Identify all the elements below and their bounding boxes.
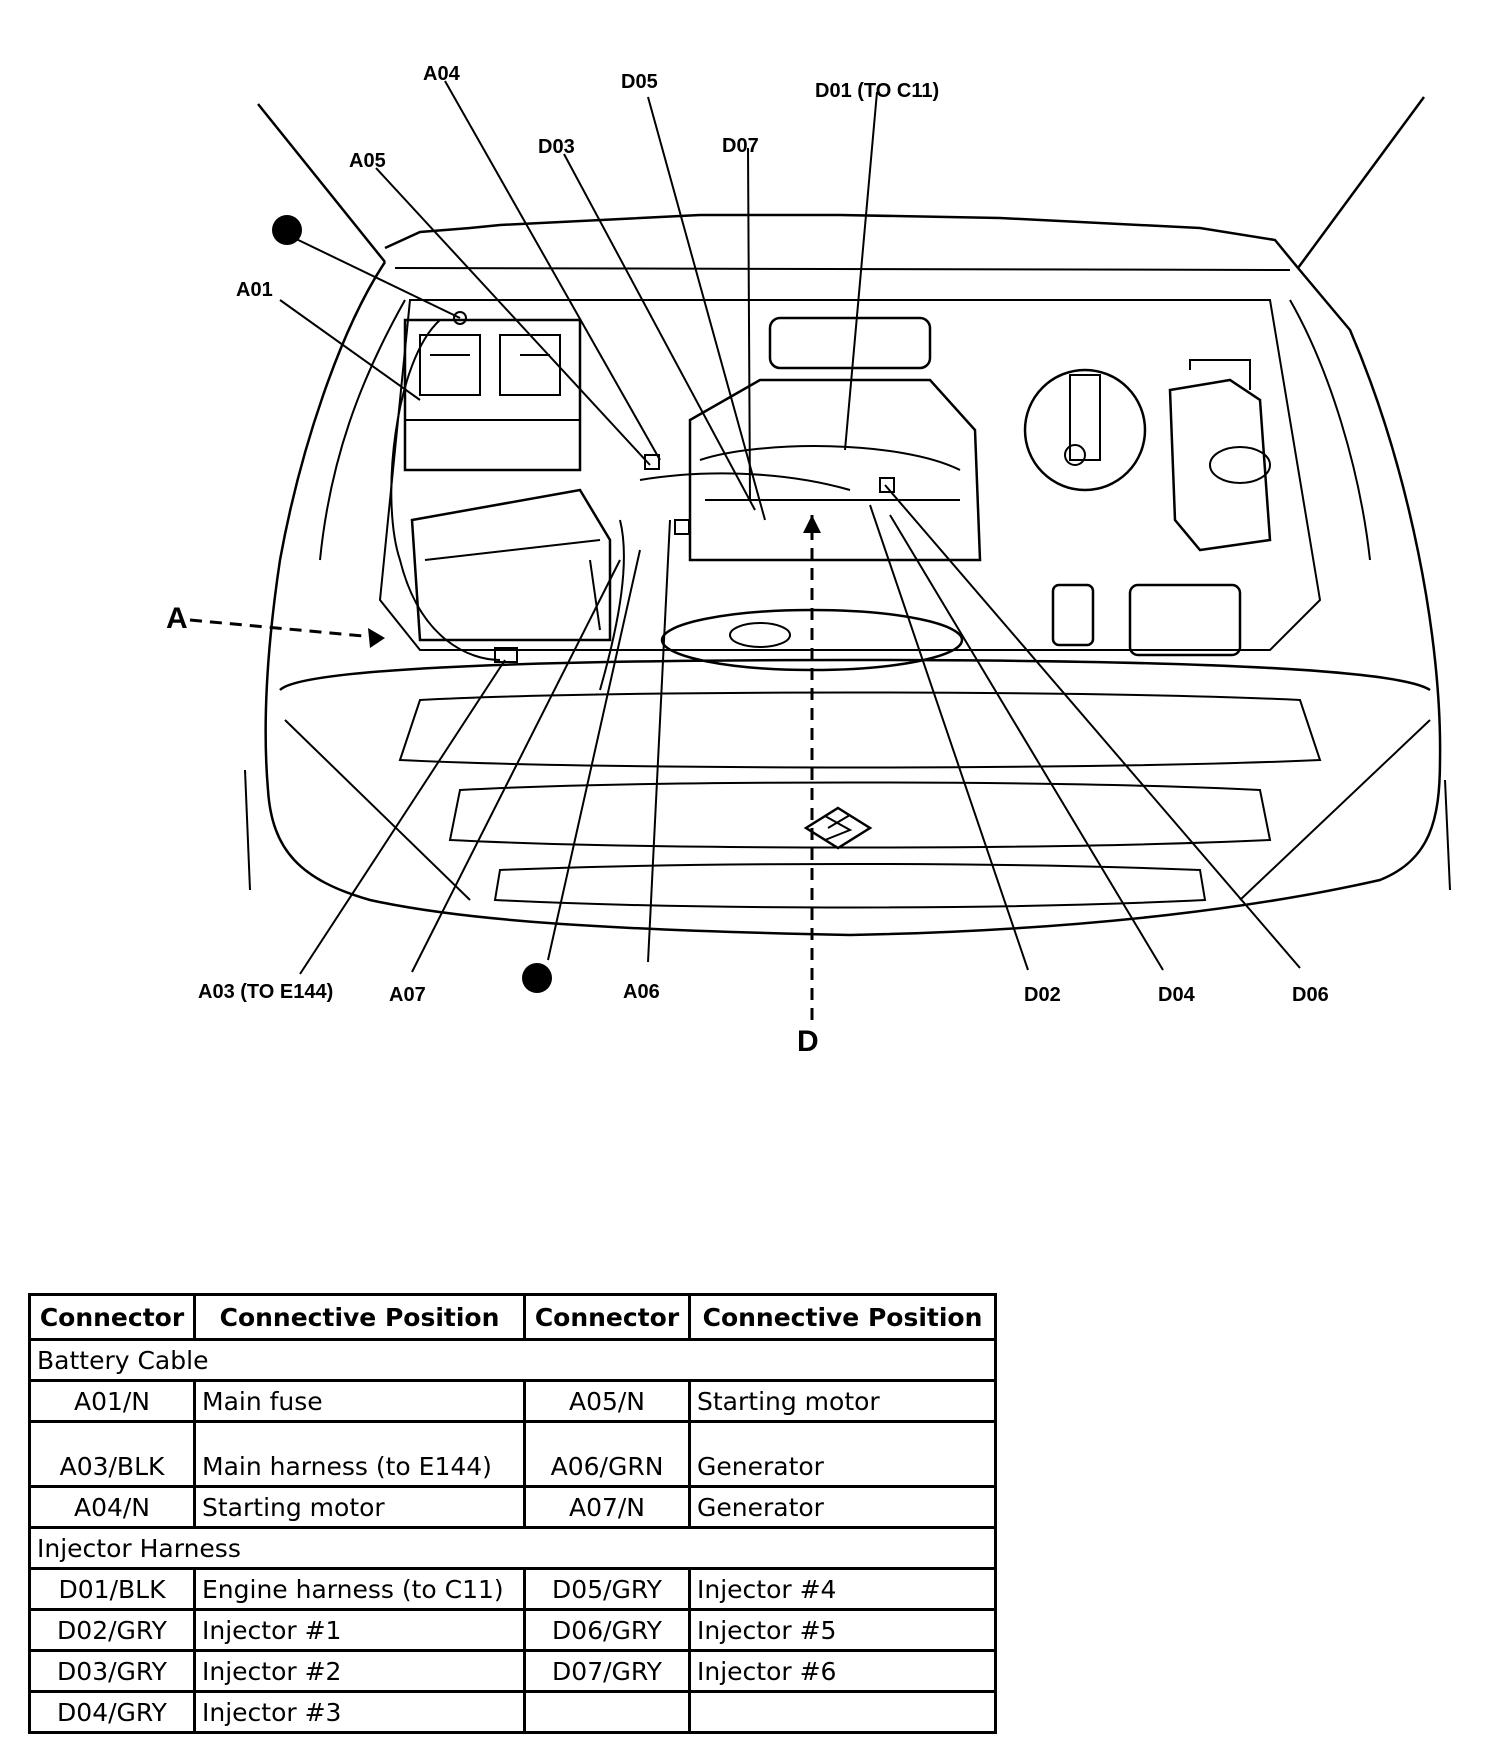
table-row: A03/BLK Main harness (to E144) A06/GRN G… [28, 1420, 997, 1488]
callout-labels: A04 D05 D01 (TO C11) A05 D03 D07 A01 A A… [166, 63, 1329, 1058]
ground-point-icon [522, 963, 552, 993]
position-cell: Generator [688, 1420, 997, 1488]
table-header-row: Connector Connective Position Connector … [28, 1293, 997, 1341]
section-title: Battery Cable [28, 1338, 997, 1382]
position-cell: Main fuse [193, 1379, 526, 1423]
callout-a05: A05 [349, 150, 386, 172]
header-connective-position: Connective Position [193, 1293, 526, 1341]
ground-point-icon [272, 215, 302, 245]
connector-cell: D04/GRY [28, 1690, 196, 1734]
section-title: Injector Harness [28, 1526, 997, 1570]
table-row: A01/N Main fuse A05/N Starting motor [28, 1379, 997, 1423]
connector-cell: A06/GRN [523, 1420, 691, 1488]
callout-a03: A03 (TO E144) [198, 981, 333, 1003]
callout-d05: D05 [621, 71, 658, 93]
callout-a04: A04 [423, 63, 461, 85]
position-cell: Main harness (to E144) [193, 1420, 526, 1488]
connector-cell: A07/N [523, 1485, 691, 1529]
position-cell: Injector #5 [688, 1608, 997, 1652]
position-cell: Starting motor [193, 1485, 526, 1529]
callout-a07: A07 [389, 984, 426, 1006]
connector-cell: D02/GRY [28, 1608, 196, 1652]
connector-cell: A03/BLK [28, 1420, 196, 1488]
callout-a06: A06 [623, 981, 660, 1003]
section-row: Battery Cable [28, 1338, 997, 1382]
callout-d: D [797, 1025, 819, 1058]
connector-cell: D06/GRY [523, 1608, 691, 1652]
table-row: A04/N Starting motor A07/N Generator [28, 1485, 997, 1529]
header-connector: Connector [28, 1293, 196, 1341]
connector-cell: A05/N [523, 1379, 691, 1423]
table-row: D04/GRY Injector #3 [28, 1690, 997, 1734]
table-row: D02/GRY Injector #1 D06/GRY Injector #5 [28, 1608, 997, 1652]
callout-a01: A01 [236, 279, 273, 301]
leader-lines [189, 80, 1301, 1020]
vehicle-outline [244, 96, 1451, 937]
callout-d02: D02 [1024, 984, 1061, 1006]
connector-cell: D01/BLK [28, 1567, 196, 1611]
connector-table: Connector Connective Position Connector … [28, 1293, 997, 1734]
header-connective-position: Connective Position [688, 1293, 997, 1341]
position-cell: Starting motor [688, 1379, 997, 1423]
section-row: Injector Harness [28, 1526, 997, 1570]
callout-d06: D06 [1292, 984, 1329, 1006]
table-row: D01/BLK Engine harness (to C11) D05/GRY … [28, 1567, 997, 1611]
header-connector: Connector [523, 1293, 691, 1341]
position-cell: Injector #3 [193, 1690, 526, 1734]
engine-components [390, 311, 1272, 691]
position-cell: Generator [688, 1485, 997, 1529]
callout-d04: D04 [1158, 984, 1196, 1006]
position-cell: Injector #2 [193, 1649, 526, 1693]
engine-bay-diagram: A04 D05 D01 (TO C11) A05 D03 D07 A01 A A… [166, 63, 1451, 1058]
position-cell: Injector #1 [193, 1608, 526, 1652]
connector-cell [523, 1690, 691, 1734]
position-cell [688, 1690, 997, 1734]
callout-a: A [166, 602, 188, 635]
table-row: D03/GRY Injector #2 D07/GRY Injector #6 [28, 1649, 997, 1693]
position-cell: Injector #4 [688, 1567, 997, 1611]
position-cell: Injector #6 [688, 1649, 997, 1693]
connector-cell: D07/GRY [523, 1649, 691, 1693]
connector-cell: D03/GRY [28, 1649, 196, 1693]
connector-cell: A01/N [28, 1379, 196, 1423]
connector-cell: D05/GRY [523, 1567, 691, 1611]
arrow-d-icon [803, 515, 821, 533]
callout-d03: D03 [538, 136, 575, 158]
callout-d01: D01 (TO C11) [815, 80, 939, 102]
arrow-a-icon [368, 628, 385, 648]
position-cell: Engine harness (to C11) [193, 1567, 526, 1611]
callout-d07: D07 [722, 135, 759, 157]
connector-cell: A04/N [28, 1485, 196, 1529]
